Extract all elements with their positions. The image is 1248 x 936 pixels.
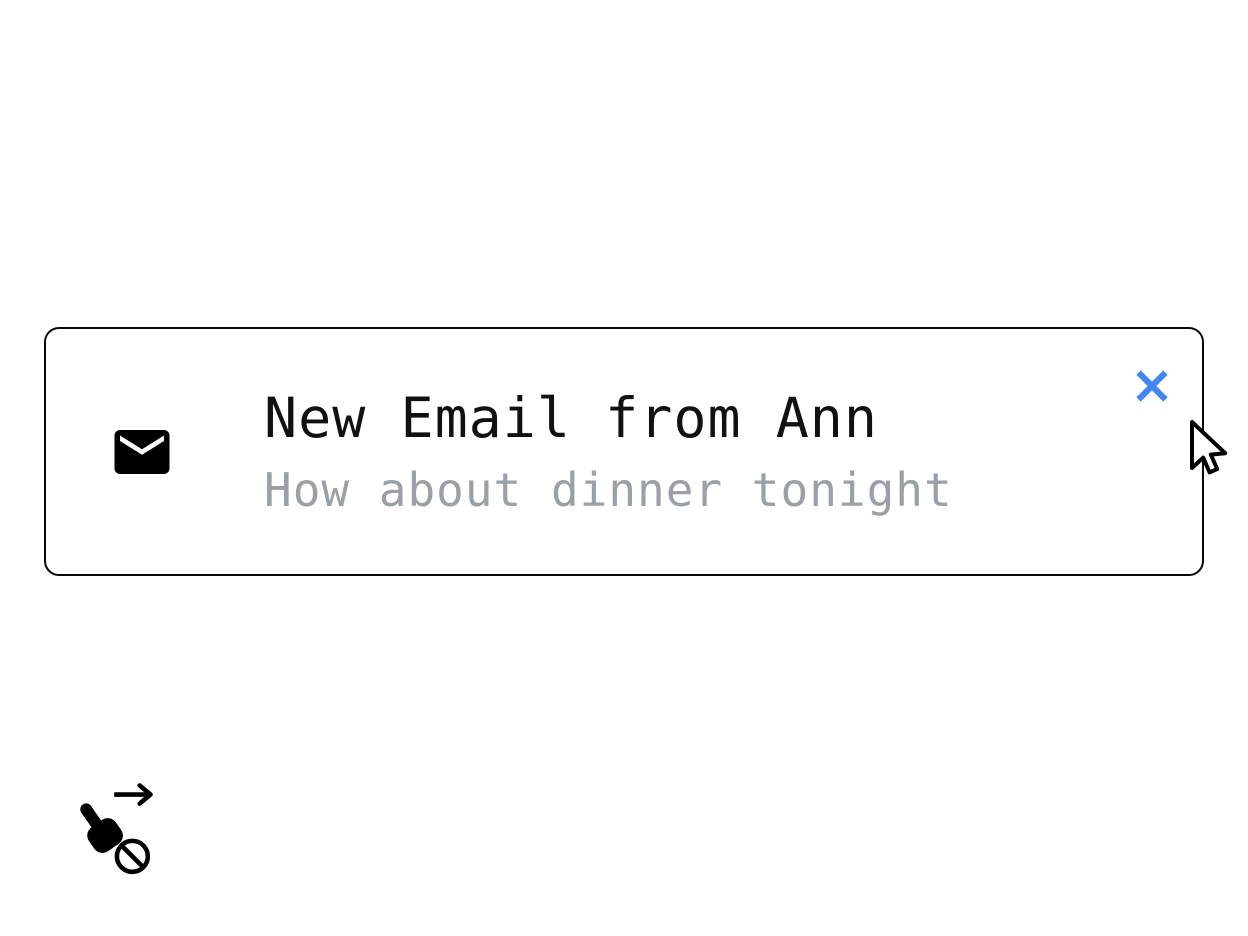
close-button[interactable] bbox=[1128, 363, 1176, 411]
notification-subtitle: How about dinner tonight bbox=[264, 463, 953, 517]
email-icon bbox=[100, 419, 184, 485]
notification-title: New Email from Ann bbox=[264, 386, 879, 450]
close-icon bbox=[1129, 370, 1175, 412]
swipe-right-blocked-icon bbox=[76, 778, 176, 882]
notification-card[interactable]: New Email from Ann How about dinner toni… bbox=[44, 327, 1204, 576]
